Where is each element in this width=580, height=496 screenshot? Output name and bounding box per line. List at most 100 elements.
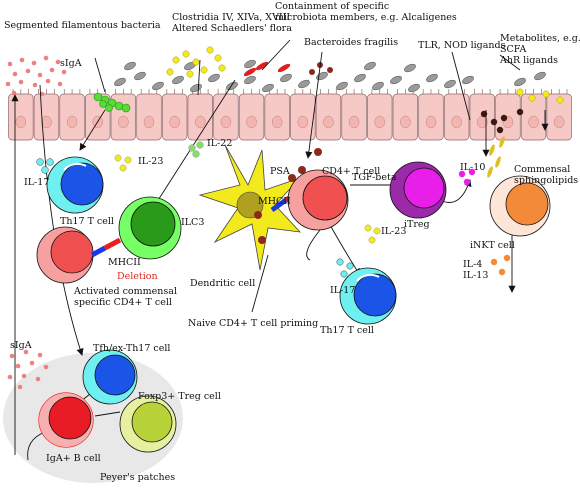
epithelial-nucleus bbox=[323, 115, 334, 129]
metabolite-dot bbox=[166, 68, 174, 76]
siga-dots-left bbox=[7, 349, 49, 390]
label-bacteroides: Bacteroides fragilis bbox=[304, 37, 399, 48]
igab-cell bbox=[38, 392, 94, 448]
bacterium bbox=[534, 71, 546, 81]
label-containment-2: microbiota members, e.g. Alcaligenes bbox=[275, 12, 457, 23]
label-dendritic: Dendritic cell bbox=[190, 278, 256, 289]
metabolite-dot bbox=[542, 90, 550, 98]
sphingolipid-marks bbox=[487, 136, 505, 178]
epithelial-nucleus bbox=[451, 115, 462, 129]
label-mhcii-b: MHCII bbox=[258, 196, 291, 207]
metabolite-dot bbox=[172, 56, 180, 64]
metabolite-dot bbox=[556, 96, 564, 104]
cd4-cell bbox=[287, 169, 349, 231]
bacterium bbox=[262, 83, 274, 93]
il17-dots-a bbox=[36, 158, 54, 174]
label-metabolites-1: Metabolites, e.g. bbox=[500, 33, 580, 44]
metabolite-dot bbox=[206, 46, 214, 54]
metabolite-dot bbox=[200, 66, 208, 74]
red-bacterium bbox=[243, 67, 257, 77]
bacterium bbox=[426, 73, 438, 83]
il17-dots-b bbox=[336, 258, 354, 278]
label-inkt: iNKT cell bbox=[470, 240, 515, 251]
itreg-cell bbox=[389, 161, 447, 219]
luminal-bacteria bbox=[114, 46, 564, 134]
foxp3-treg-cell bbox=[119, 395, 177, 453]
label-foxp3: Foxp3+ Treg cell bbox=[138, 391, 221, 402]
metabolite-dot bbox=[218, 64, 226, 72]
red-bacterium bbox=[255, 61, 269, 71]
epithelial-nucleus bbox=[374, 115, 385, 129]
ilc3-cell bbox=[118, 196, 182, 260]
th17-cell-bottom bbox=[339, 267, 397, 325]
label-cd4: CD4+ T cell bbox=[322, 166, 381, 177]
label-naive: Naive CD4+ T cell priming bbox=[188, 318, 319, 329]
epithelial-nucleus bbox=[169, 115, 180, 129]
epithelial-nucleus bbox=[41, 115, 52, 129]
label-deletion: Deletion bbox=[117, 271, 158, 282]
bacterium bbox=[280, 73, 292, 83]
inkt-cell bbox=[489, 175, 551, 237]
bacterium bbox=[152, 81, 164, 91]
bacterium bbox=[364, 61, 376, 71]
epithelial-nucleus bbox=[246, 115, 257, 129]
label-th17-a: Th17 T cell bbox=[60, 216, 114, 227]
epithelial-nucleus bbox=[143, 115, 155, 129]
epithelial-nucleus bbox=[348, 115, 360, 129]
label-clostridia-2: Altered Schaedlers' flora bbox=[172, 23, 292, 34]
label-tgfb: TGF-beta bbox=[352, 172, 397, 183]
label-activated-2: specific CD4+ T cell bbox=[74, 297, 172, 308]
label-il17-a: IL-17 bbox=[24, 177, 50, 188]
epithelial-nucleus bbox=[400, 115, 411, 129]
tlr-ligand-dot bbox=[516, 108, 524, 116]
label-activated-1: Activated commensal bbox=[74, 286, 177, 297]
label-siga-top: sIgA bbox=[60, 58, 82, 69]
mhcii-bar-left bbox=[90, 237, 122, 258]
th17-cell-top bbox=[46, 156, 104, 214]
bacterium bbox=[316, 71, 328, 81]
psa-bacterium-dot bbox=[327, 67, 333, 73]
bacterium bbox=[226, 81, 238, 91]
bacterium bbox=[354, 73, 366, 83]
bacterium bbox=[114, 77, 126, 87]
metabolite-dot bbox=[516, 88, 524, 96]
label-containment-1: Containment of specific bbox=[275, 1, 390, 12]
tlr-ligand-dot bbox=[500, 114, 508, 122]
label-metabolites-2: SCFA bbox=[500, 44, 527, 55]
label-clostridia-1: Clostridia IV, XIVa, XVIII bbox=[172, 12, 291, 23]
label-sfb: Segmented filamentous bacteria bbox=[4, 20, 161, 31]
sfb-chain bbox=[93, 92, 131, 113]
metabolite-dot bbox=[186, 70, 194, 78]
psa-dots bbox=[288, 148, 322, 182]
label-il23-b: IL-23 bbox=[381, 226, 407, 237]
metabolite-dot bbox=[182, 50, 190, 58]
epithelial-nucleus bbox=[118, 115, 129, 129]
label-il17-b: IL-17 bbox=[330, 285, 356, 296]
tlr-ligand-dot bbox=[490, 118, 498, 126]
bacterium bbox=[124, 61, 136, 71]
epithelium-layer bbox=[8, 89, 572, 141]
label-psa: PSA bbox=[270, 166, 290, 177]
bacterium bbox=[134, 71, 146, 81]
label-peyers: Peyer's patches bbox=[100, 472, 176, 483]
bacterium bbox=[208, 73, 220, 83]
label-tlr: TLR, NOD ligands bbox=[418, 40, 506, 51]
epithelial-nucleus bbox=[553, 115, 565, 129]
epithelial-nucleus bbox=[220, 115, 232, 129]
dendritic-cell bbox=[198, 144, 302, 271]
label-il23-a: IL-23 bbox=[138, 156, 164, 167]
epithelial-nucleus bbox=[271, 115, 283, 129]
epithelial-nucleus bbox=[425, 115, 437, 129]
il4-il13-dots bbox=[490, 254, 511, 276]
label-il4: IL-4 bbox=[463, 259, 483, 270]
red-bacterium bbox=[277, 63, 291, 73]
epithelial-nucleus bbox=[15, 115, 27, 129]
il23-dots-a bbox=[114, 154, 132, 172]
epithelial-nucleus bbox=[66, 115, 78, 129]
metabolite-dot bbox=[528, 94, 536, 102]
bacterium bbox=[336, 81, 348, 91]
bacterium bbox=[190, 83, 202, 93]
epithelial-nucleus bbox=[297, 115, 309, 129]
il10-dots bbox=[458, 168, 476, 186]
